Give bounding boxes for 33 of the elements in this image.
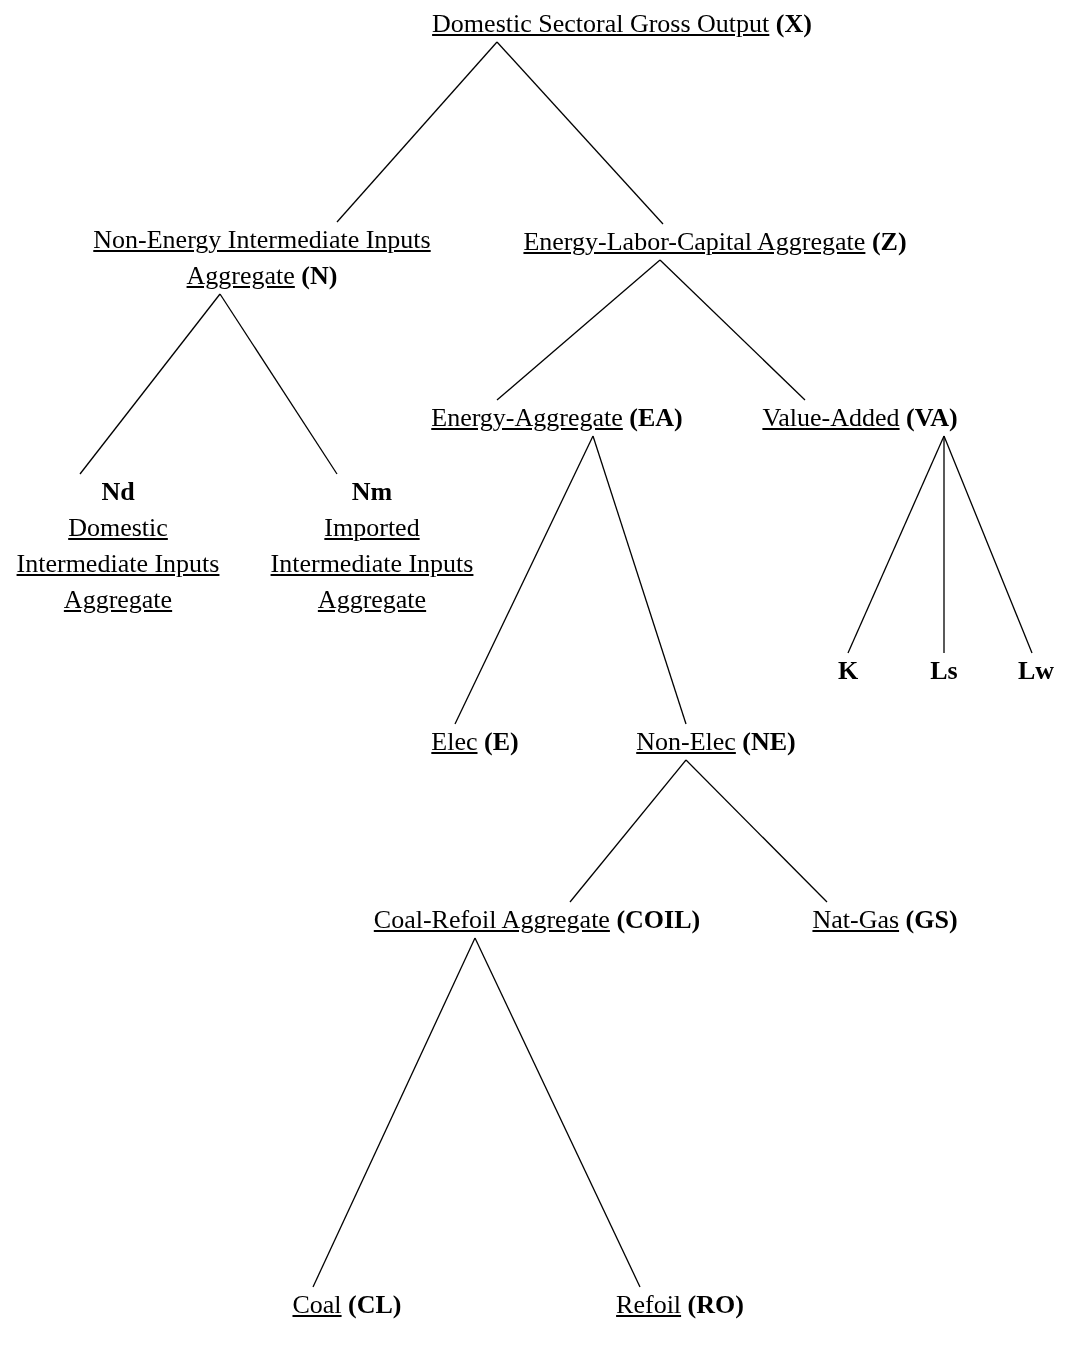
branch-line [219, 293, 338, 475]
branch-line [569, 759, 687, 903]
branch-line [592, 435, 687, 725]
branch-line [336, 41, 498, 223]
branch-line [454, 435, 594, 725]
node-label: Coal-Refoil Aggregate (COIL) [373, 904, 701, 936]
node-label: Elec (E) [431, 726, 519, 758]
branch-line [474, 937, 641, 1288]
node-label: Coal (CL) [292, 1289, 402, 1321]
branch-line [496, 259, 661, 401]
symbol-label: Lw [1017, 655, 1055, 687]
node-label: Energy-Labor-Capital Aggregate (Z) [523, 226, 907, 258]
node-label: Non-Energy Intermediate Inputs Aggregate (N) [92, 224, 432, 292]
symbol-label: Ls [930, 655, 958, 687]
branch-line [312, 937, 476, 1288]
branch-line [496, 41, 664, 225]
branch-line [943, 435, 1033, 654]
branch-line [943, 435, 945, 654]
node-label: Domestic Sectoral Gross Output (X) [432, 8, 812, 40]
branch-line [685, 759, 828, 903]
node-label: Nat-Gas (GS) [812, 904, 958, 936]
node-label: Imported Intermediate Inputs Aggregate [269, 512, 475, 616]
node-label: Domestic Intermediate Inputs Aggregate [15, 512, 221, 616]
node-label: Value-Added (VA) [762, 402, 958, 434]
branch-line [847, 435, 945, 654]
node-label: Refoil (RO) [616, 1289, 744, 1321]
branch-line [79, 293, 221, 475]
node-label: Energy-Aggregate (EA) [431, 402, 683, 434]
symbol-label: Nm [351, 476, 393, 508]
node-label: Non-Elec (NE) [636, 726, 796, 758]
branch-line [659, 259, 806, 401]
symbol-label: Nd [101, 476, 135, 508]
symbol-label: K [837, 655, 859, 687]
